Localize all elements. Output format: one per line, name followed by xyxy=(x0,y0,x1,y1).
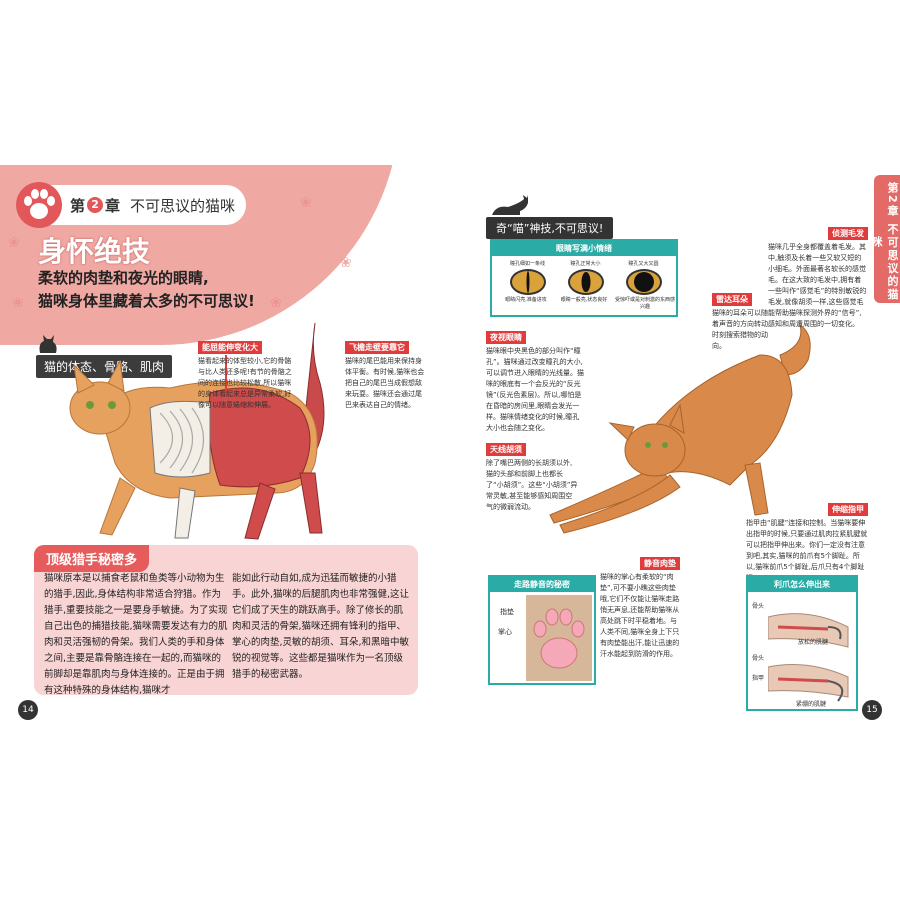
secret-title: 顶级猎手秘密多 xyxy=(34,545,150,572)
book-spread: ❀ ❀ ❀ ❀ ❀ 第 2 章 不可思议的猫咪 身怀绝技 柔软的肉垫和夜光的眼睛… xyxy=(0,165,900,730)
paw-pattern-icon: ❀ xyxy=(12,295,24,311)
callout-night-vision: 夜视眼睛 猫咪眼中央黑色的部分叫作“瞳孔”。猫咪通过改变瞳孔的大小,可以调节进入… xyxy=(486,331,584,434)
round-pupil-eye-icon xyxy=(626,269,662,295)
eye-caption: 受惊吓或是对刺激的东西感兴趣 xyxy=(614,297,675,310)
pad-label: 掌心 xyxy=(498,628,512,636)
secret-text-col1: 猫咪原本是以捕食老鼠和鱼类等小动物为生的猎手,因此,身体结构非常适合狩猎。作为猎… xyxy=(44,573,228,696)
paw-pad-box: 走路静音的秘密 指垫 掌心 xyxy=(488,575,596,685)
callout-line xyxy=(225,355,227,395)
page-title: 身怀绝技 xyxy=(38,235,151,268)
section-label: 猫的体态、骨骼、肌肉 xyxy=(36,355,173,378)
eye-caption: 眼睛闪亮,准备进攻 xyxy=(505,297,547,303)
callout-title: 雷达耳朵 xyxy=(712,293,752,306)
page-number: 15 xyxy=(862,700,882,720)
left-page: ❀ ❀ ❀ ❀ ❀ 第 2 章 不可思议的猫咪 身怀绝技 柔软的肉垫和夜光的眼睛… xyxy=(0,165,450,730)
eye-label: 瞳孔正常大小 xyxy=(570,261,601,267)
paw-pattern-icon: ❀ xyxy=(340,255,352,271)
claw-mechanism-box: 利爪怎么伸出来 骨头 放松的肌腱 骨头 指甲 紧绷的肌腱 xyxy=(746,575,858,711)
pad-label: 指垫 xyxy=(500,608,514,616)
callout-title: 伸缩指甲 xyxy=(828,503,868,516)
callout-text: 猫咪眼中央黑色的部分叫作“瞳孔”。猫咪通过改变瞳孔的大小,可以调节进入眼睛的光线… xyxy=(486,347,584,432)
claw-label: 紧绷的肌腱 xyxy=(796,701,827,708)
callout-text: 猫咪几乎全身都覆盖着毛发。其中,触须及长着一些又软又短的小细毛。外面最著名软长的… xyxy=(768,243,867,328)
eye-label: 瞳孔又大又圆 xyxy=(628,261,659,267)
normal-pupil-eye-icon xyxy=(568,269,604,295)
section-label: 奇“喵”神技,不可思议! xyxy=(486,217,614,239)
callout-text: 猫看起来的体型较小,它的骨骼与比人类还多呢!有节的骨骼之间的连接也比较松散,所以… xyxy=(198,357,292,409)
eye-emotion-box: 眼睛写满小情绪 瞳孔细如一条线 瞳孔正常大小 瞳孔又大又圆 眼睛闪亮,准备进攻 … xyxy=(490,239,678,317)
callout-tail: 飞檐走壁要靠它 猫咪的尾巴能用来保持身体平衡。有时候,猫咪也会把自己的尾巴当成假… xyxy=(345,341,425,411)
paw-box-title: 走路静音的秘密 xyxy=(490,577,594,592)
chapter-title: 不可思议的猫咪 xyxy=(130,196,236,215)
eye-box-title: 眼睛写满小情绪 xyxy=(492,241,676,256)
chapter-suffix: 章 xyxy=(105,196,121,215)
page-subtitle: 柔软的肉垫和夜光的眼睛, 猫咪身体里藏着太多的不可思议! xyxy=(38,267,255,313)
secret-text-col2: 能如此行动自如,成为迅猛而敏捷的小猎手。此外,猫咪的后腿肌肉也非常强健,这让它们… xyxy=(232,573,410,680)
paw-pattern-icon: ❀ xyxy=(270,295,282,311)
chapter-side-tab: 第2章 不可思议的猫咪 xyxy=(870,175,900,303)
claw-box-title: 利爪怎么伸出来 xyxy=(748,577,856,592)
claw-label: 骨头 xyxy=(752,603,765,610)
callout-text: 除了嘴巴两侧的长胡须以外,猫的头部和前脚上也都长了“小胡须”。这些“小胡须”异常… xyxy=(486,459,578,511)
callout-flexible-body: 能屈能伸变化大 猫看起来的体型较小,它的骨骼与比人类还多呢!有节的骨骼之间的连接… xyxy=(198,341,298,411)
callout-claws: 伸缩指甲 指甲由“肌腱”连接和控制。当猫咪要伸出指甲的时候,只要通过肌肉拉紧肌腱… xyxy=(746,503,868,584)
callout-fur: 侦测毛发 猫咪几乎全身都覆盖着毛发。其中,触须及长着一些又软又短的小细毛。外面最… xyxy=(768,227,868,330)
slit-pupil-eye-icon xyxy=(510,269,546,295)
subtitle-line: 柔软的肉垫和夜光的眼睛, xyxy=(38,269,209,287)
callout-title: 能屈能伸变化大 xyxy=(198,341,262,354)
chapter-prefix: 第 xyxy=(70,196,86,215)
claw-label: 指甲 xyxy=(752,675,765,682)
claw-diagram-icon xyxy=(768,613,849,702)
eye-label: 瞳孔细如一条线 xyxy=(509,261,545,267)
callout-whiskers: 天线胡须 除了嘴巴两侧的长胡须以外,猫的头部和前脚上也都长了“小胡须”。这些“小… xyxy=(486,443,578,513)
cat-silhouette-icon xyxy=(492,195,528,215)
callout-text: 猫咪的掌心有柔软的“肉垫”,可不要小瞧这些肉垫哦,它们不仅能让猫咪走路悄无声息,… xyxy=(600,573,680,658)
claw-label: 放松的肌腱 xyxy=(798,639,829,646)
callout-paw-pads: 静音肉垫 猫咪的掌心有柔软的“肉垫”,可不要小瞧这些肉垫哦,它们不仅能让猫咪走路… xyxy=(600,557,680,660)
chapter-number: 2 xyxy=(87,197,104,213)
cat-anatomy-illustration xyxy=(69,322,325,540)
paw-icon xyxy=(16,182,62,228)
right-page: 第2章 不可思议的猫咪 奇“喵”神技,不可思议! 眼睛写满小情绪 瞳孔细如一条线… xyxy=(450,165,900,730)
callout-ears: 雷达耳朵 猫咪的耳朵可以随着声音的方向转动,时刻搜索猎物的动向。 xyxy=(712,293,774,352)
subtitle-line: 猫咪身体里藏着太多的不可思议! xyxy=(38,292,255,310)
cat-silhouette-icon xyxy=(39,335,57,353)
callout-title: 天线胡须 xyxy=(486,443,526,456)
callout-title: 飞檐走壁要靠它 xyxy=(345,341,409,354)
claw-label: 骨头 xyxy=(752,655,765,662)
callout-text: 猫咪的尾巴能用来保持身体平衡。有时候,猫咪也会把自己的尾巴当成假想敌来玩耍。猫咪… xyxy=(345,357,425,409)
stretching-cat-illustration xyxy=(549,323,811,534)
callout-title: 静音肉垫 xyxy=(640,557,680,570)
paw-pattern-icon: ❀ xyxy=(300,195,312,211)
callout-title: 夜视眼睛 xyxy=(486,331,526,344)
eye-caption: 眼睛一般亮,状态良好 xyxy=(560,297,608,303)
paw-pad-icon xyxy=(526,595,592,681)
page-number: 14 xyxy=(18,700,38,720)
callout-text: 猫咪的耳朵可以随着声音的方向转动,时刻搜索猎物的动向。 xyxy=(712,309,771,350)
paw-pattern-icon: ❀ xyxy=(8,235,20,251)
callout-title: 侦测毛发 xyxy=(828,227,868,240)
